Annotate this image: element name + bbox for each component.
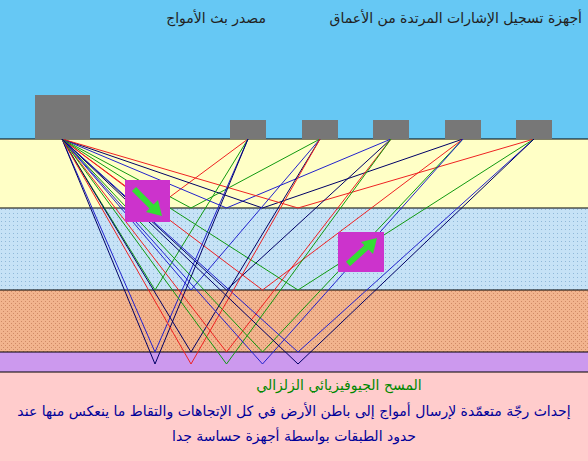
wave-ray	[62, 139, 320, 352]
layer-2	[0, 208, 588, 290]
wave-ray	[62, 139, 248, 290]
wave-ray	[62, 139, 534, 290]
text-label: مصدر بث الأمواج	[166, 9, 266, 27]
wave-ray	[62, 139, 534, 352]
wave-rays	[62, 139, 534, 364]
source-block	[35, 95, 90, 139]
layer-3	[0, 290, 588, 352]
layer-4	[0, 352, 588, 372]
wave-ray	[62, 139, 391, 364]
wave-ray	[62, 139, 534, 364]
direction-marker	[125, 180, 170, 222]
wave-ray	[62, 139, 391, 290]
direction-marker	[338, 232, 384, 272]
wave-ray	[62, 139, 320, 364]
wave-ray	[62, 139, 248, 364]
bedrock	[0, 372, 588, 461]
diagram-caption: إحداث رجّة متعمّدة لإرسال أمواج إلى باطن…	[6, 399, 582, 449]
text-label: أجهزة تسجيل الإشارات المرتدة من الأعماق	[330, 9, 582, 27]
wave-ray	[62, 139, 320, 290]
sky	[0, 0, 588, 139]
diagram-title: المسح الجيوفيزيائي الزلزالي	[0, 376, 588, 394]
wave-ray	[62, 139, 391, 352]
recorders	[230, 120, 552, 139]
layer-boundaries	[0, 139, 588, 372]
